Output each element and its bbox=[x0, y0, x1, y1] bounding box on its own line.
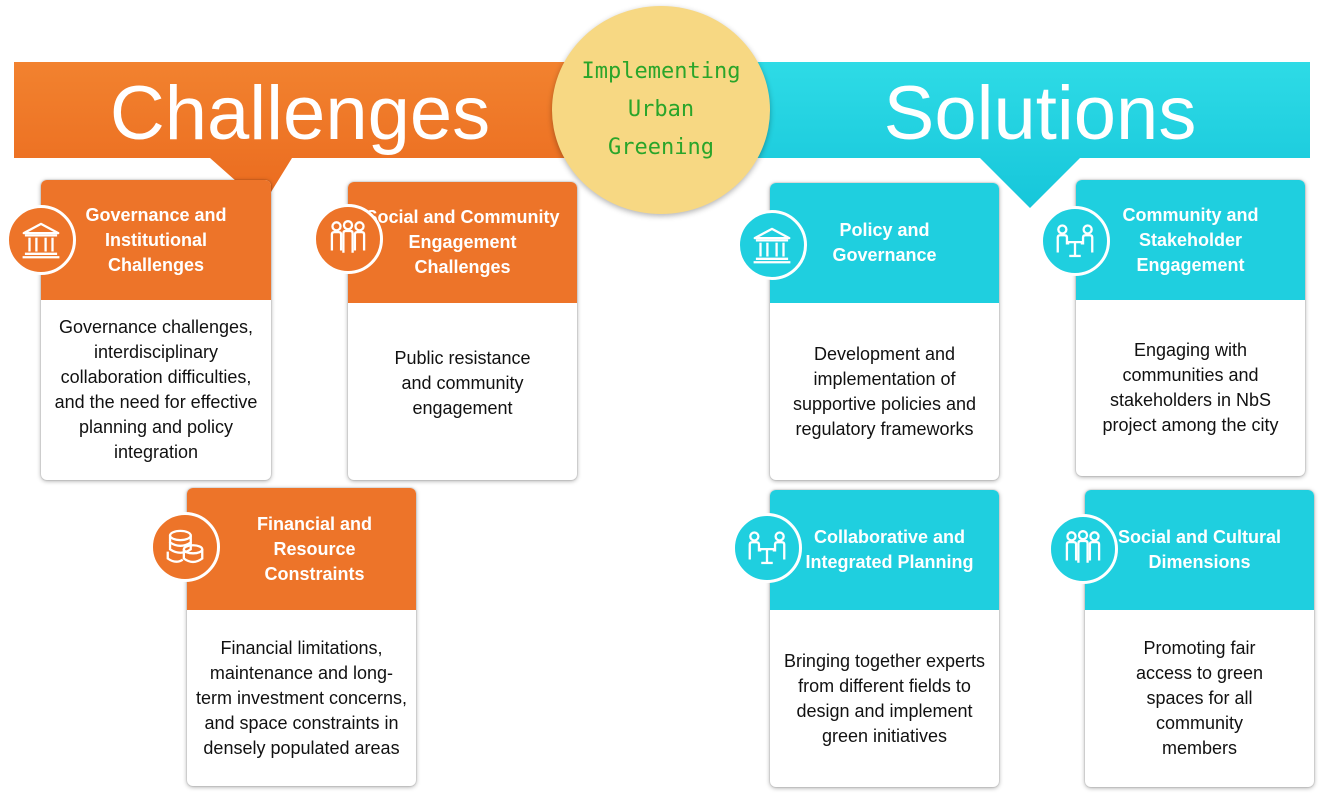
meeting-table-icon bbox=[1040, 206, 1110, 276]
solution-card-collaborative: Collaborative and Integrated Planning Br… bbox=[770, 490, 999, 787]
card-body: Public resistance and community engageme… bbox=[394, 347, 531, 418]
center-topic-circle: Implementing Urban Greening bbox=[552, 6, 770, 214]
card-header: Social and Cultural Dimensions bbox=[1085, 490, 1314, 610]
card-title: Policy and Governance bbox=[832, 220, 937, 265]
solution-card-social-cultural: Social and Cultural Dimensions Promoting… bbox=[1085, 490, 1314, 787]
card-body: Governance challenges, interdisciplinary… bbox=[54, 317, 258, 462]
card-title: Financial and Resource Constraints bbox=[256, 513, 373, 584]
card-header: Governance and Institutional Challenges bbox=[41, 180, 271, 300]
card-body: Engaging with communities and stakeholde… bbox=[1102, 340, 1279, 435]
solutions-title: Solutions bbox=[883, 71, 1197, 156]
challenge-card-governance: Governance and Institutional Challenges … bbox=[41, 180, 271, 480]
card-header: Financial and Resource Constraints bbox=[187, 488, 416, 610]
card-body: Promoting fair access to green spaces fo… bbox=[1135, 638, 1264, 758]
challenge-card-financial: Financial and Resource Constraints Finan… bbox=[187, 488, 416, 786]
card-title: Social and Community Engagement Challeng… bbox=[365, 207, 560, 277]
card-body: Development and implementation of suppor… bbox=[792, 343, 977, 439]
people-group-icon bbox=[1048, 514, 1118, 584]
challenges-title: Challenges bbox=[109, 71, 491, 156]
card-title: Community and Stakeholder Engagement bbox=[1122, 204, 1259, 275]
card-header: Collaborative and Integrated Planning bbox=[770, 490, 999, 610]
government-building-icon bbox=[737, 210, 807, 280]
card-body: Financial limitations, maintenance and l… bbox=[195, 637, 408, 758]
center-topic-line-2: Urban bbox=[627, 97, 695, 122]
solutions-banner bbox=[735, 62, 1310, 208]
banner-background bbox=[14, 62, 1310, 208]
challenge-card-social: Social and Community Engagement Challeng… bbox=[348, 182, 577, 480]
card-header: Community and Stakeholder Engagement bbox=[1076, 180, 1305, 300]
solution-card-policy: Policy and Governance Development and im… bbox=[770, 183, 999, 480]
people-group-icon bbox=[313, 204, 383, 274]
card-header: Social and Community Engagement Challeng… bbox=[348, 182, 577, 303]
government-building-icon bbox=[6, 205, 76, 275]
solution-card-community: Community and Stakeholder Engagement Eng… bbox=[1076, 180, 1305, 476]
card-title: Social and Cultural Dimensions bbox=[1117, 527, 1282, 572]
center-topic-line-3: Greening bbox=[608, 135, 714, 160]
card-title: Collaborative and Integrated Planning bbox=[805, 527, 974, 572]
card-header: Policy and Governance bbox=[770, 183, 999, 303]
card-body: Bringing together experts from different… bbox=[783, 650, 986, 746]
challenges-banner bbox=[14, 62, 590, 205]
card-title: Governance and Institutional Challenges bbox=[85, 204, 227, 275]
center-topic-line-1: Implementing bbox=[581, 59, 741, 84]
meeting-table-icon bbox=[732, 513, 802, 583]
coins-icon bbox=[150, 512, 220, 582]
